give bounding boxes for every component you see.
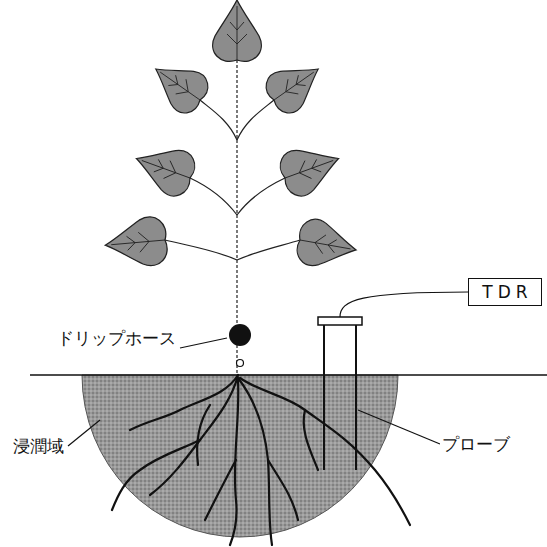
- leader-lines: [68, 338, 440, 446]
- roots: [112, 375, 410, 545]
- leaves: [103, 0, 360, 273]
- wetted-zone: [82, 375, 398, 537]
- drip-hose: [229, 324, 251, 346]
- emitter: [237, 360, 244, 367]
- instrument-box: TDR: [468, 278, 542, 306]
- ground-line: [30, 374, 547, 376]
- part-label: ドリップホース: [55, 328, 178, 348]
- part-label: プローブ: [440, 434, 512, 454]
- part-label: 浸潤域: [11, 436, 66, 456]
- box-label: TDR: [477, 282, 532, 302]
